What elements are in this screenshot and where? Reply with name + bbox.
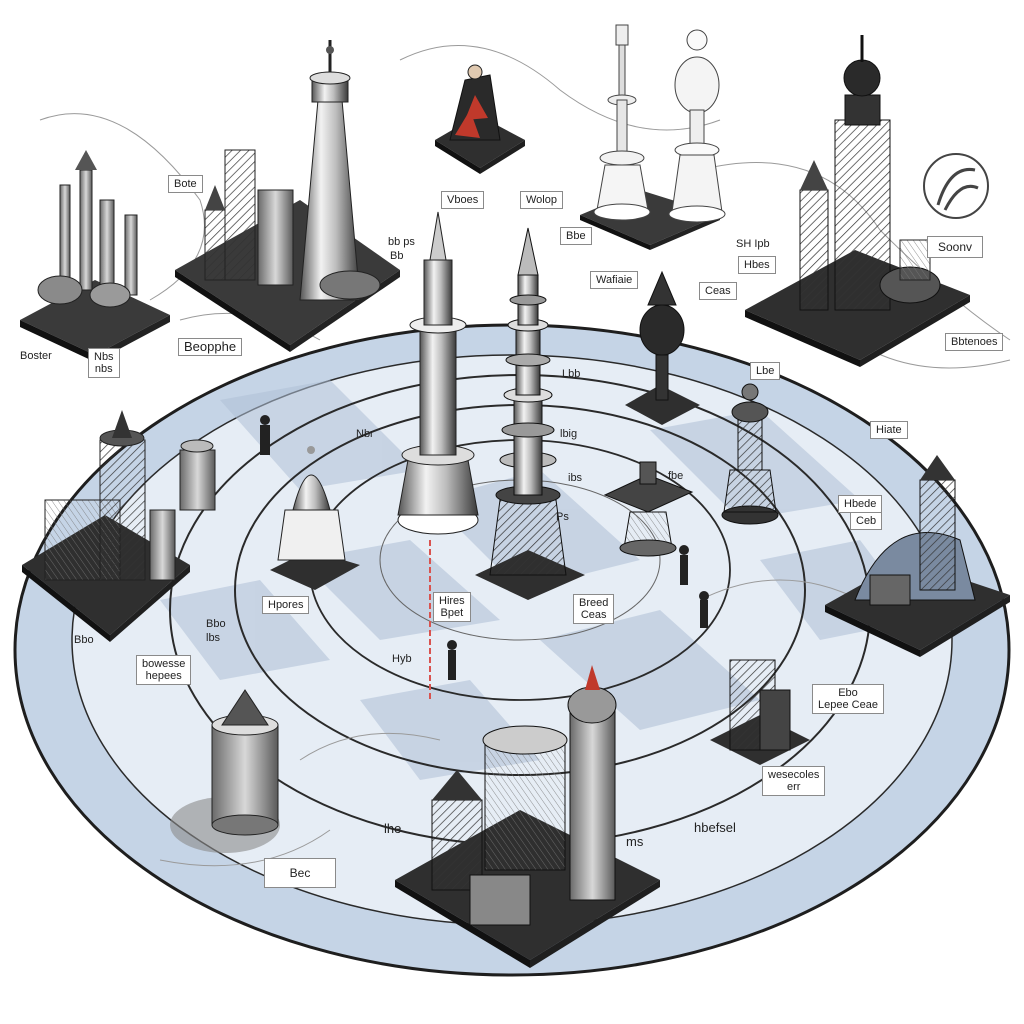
white-bishop-piece <box>270 446 360 590</box>
label-lbe: Lbe <box>750 362 781 380</box>
label-hbes: Hbes <box>738 256 776 274</box>
label-bbtenoes: Bbtenoes <box>945 333 1004 351</box>
label-bbo: Bbo <box>74 634 94 646</box>
label-bb: Bb <box>390 250 404 262</box>
label-ibs: ibs <box>568 472 583 484</box>
label-beopphe: Beopphe <box>178 338 243 356</box>
dark-spire-piece <box>625 270 700 425</box>
label-hiate: Hiate <box>870 421 908 439</box>
label-bec: Bec <box>264 858 336 888</box>
label-lbb: Lbb <box>562 368 581 380</box>
label-hbefsel: hbefsel <box>694 820 736 835</box>
label-bote: Bote <box>168 175 203 193</box>
dark-block-tile <box>710 659 810 765</box>
label-breed-ceas: Breed Ceas <box>573 594 615 624</box>
circular-logo-icon <box>923 153 989 219</box>
label-wolop: Wolop <box>520 191 563 209</box>
right-pawn-piece <box>721 383 779 525</box>
figure-icon <box>260 415 709 680</box>
label-lbig: lbig <box>560 428 578 440</box>
label-ceb: Ceb <box>850 512 883 530</box>
pedestal-piece <box>603 461 694 557</box>
label-ms: ms <box>626 834 644 849</box>
castle-tile-left <box>22 410 216 642</box>
label-soonv: Soonv <box>927 236 984 258</box>
label-sh-ipb: SH Ipb <box>736 238 770 250</box>
label-bb-ps: bb ps <box>388 236 415 248</box>
label-hyb: Hyb <box>392 653 412 665</box>
central-white-tower <box>397 211 479 535</box>
label-vboes: Vboes <box>441 191 485 209</box>
label-lbs: lbs <box>206 632 221 644</box>
city-tile-upper-right <box>745 35 970 367</box>
label-ebo-ceae: Ebo Lepee Ceae <box>812 684 884 714</box>
red-figure-tile <box>435 64 525 174</box>
label-wafiaie: Wafiaie <box>590 271 639 289</box>
label-wesecoles: wesecoles err <box>762 766 826 796</box>
label-ps: Ps <box>556 511 569 523</box>
cylinder-tower <box>170 689 280 853</box>
label-fbe: fbe <box>668 470 684 482</box>
label-boster: Boster <box>20 350 52 362</box>
city-tile-left <box>20 150 170 362</box>
glass-chess-pieces <box>580 24 726 250</box>
dome-tile-right <box>825 455 1010 657</box>
label-hires-bpet: Hires Bpet <box>433 592 471 622</box>
label-bbe: Bbe <box>560 227 592 245</box>
grand-castle-tile <box>395 665 660 968</box>
city-tile-upper-left <box>175 40 400 352</box>
label-bbo-2: Bbo <box>206 618 226 630</box>
label-hbede: Hbede <box>838 495 883 513</box>
label-nbs: Nbs nbs <box>88 348 120 378</box>
label-ceas: Ceas <box>699 282 737 300</box>
label-hpores: Hpores <box>262 596 310 614</box>
label-bowesse: bowesse hepees <box>136 655 192 685</box>
label-nbr: Nbr <box>356 428 374 440</box>
central-stacked-spire <box>475 227 585 600</box>
label-lhe: lhe <box>384 821 402 836</box>
